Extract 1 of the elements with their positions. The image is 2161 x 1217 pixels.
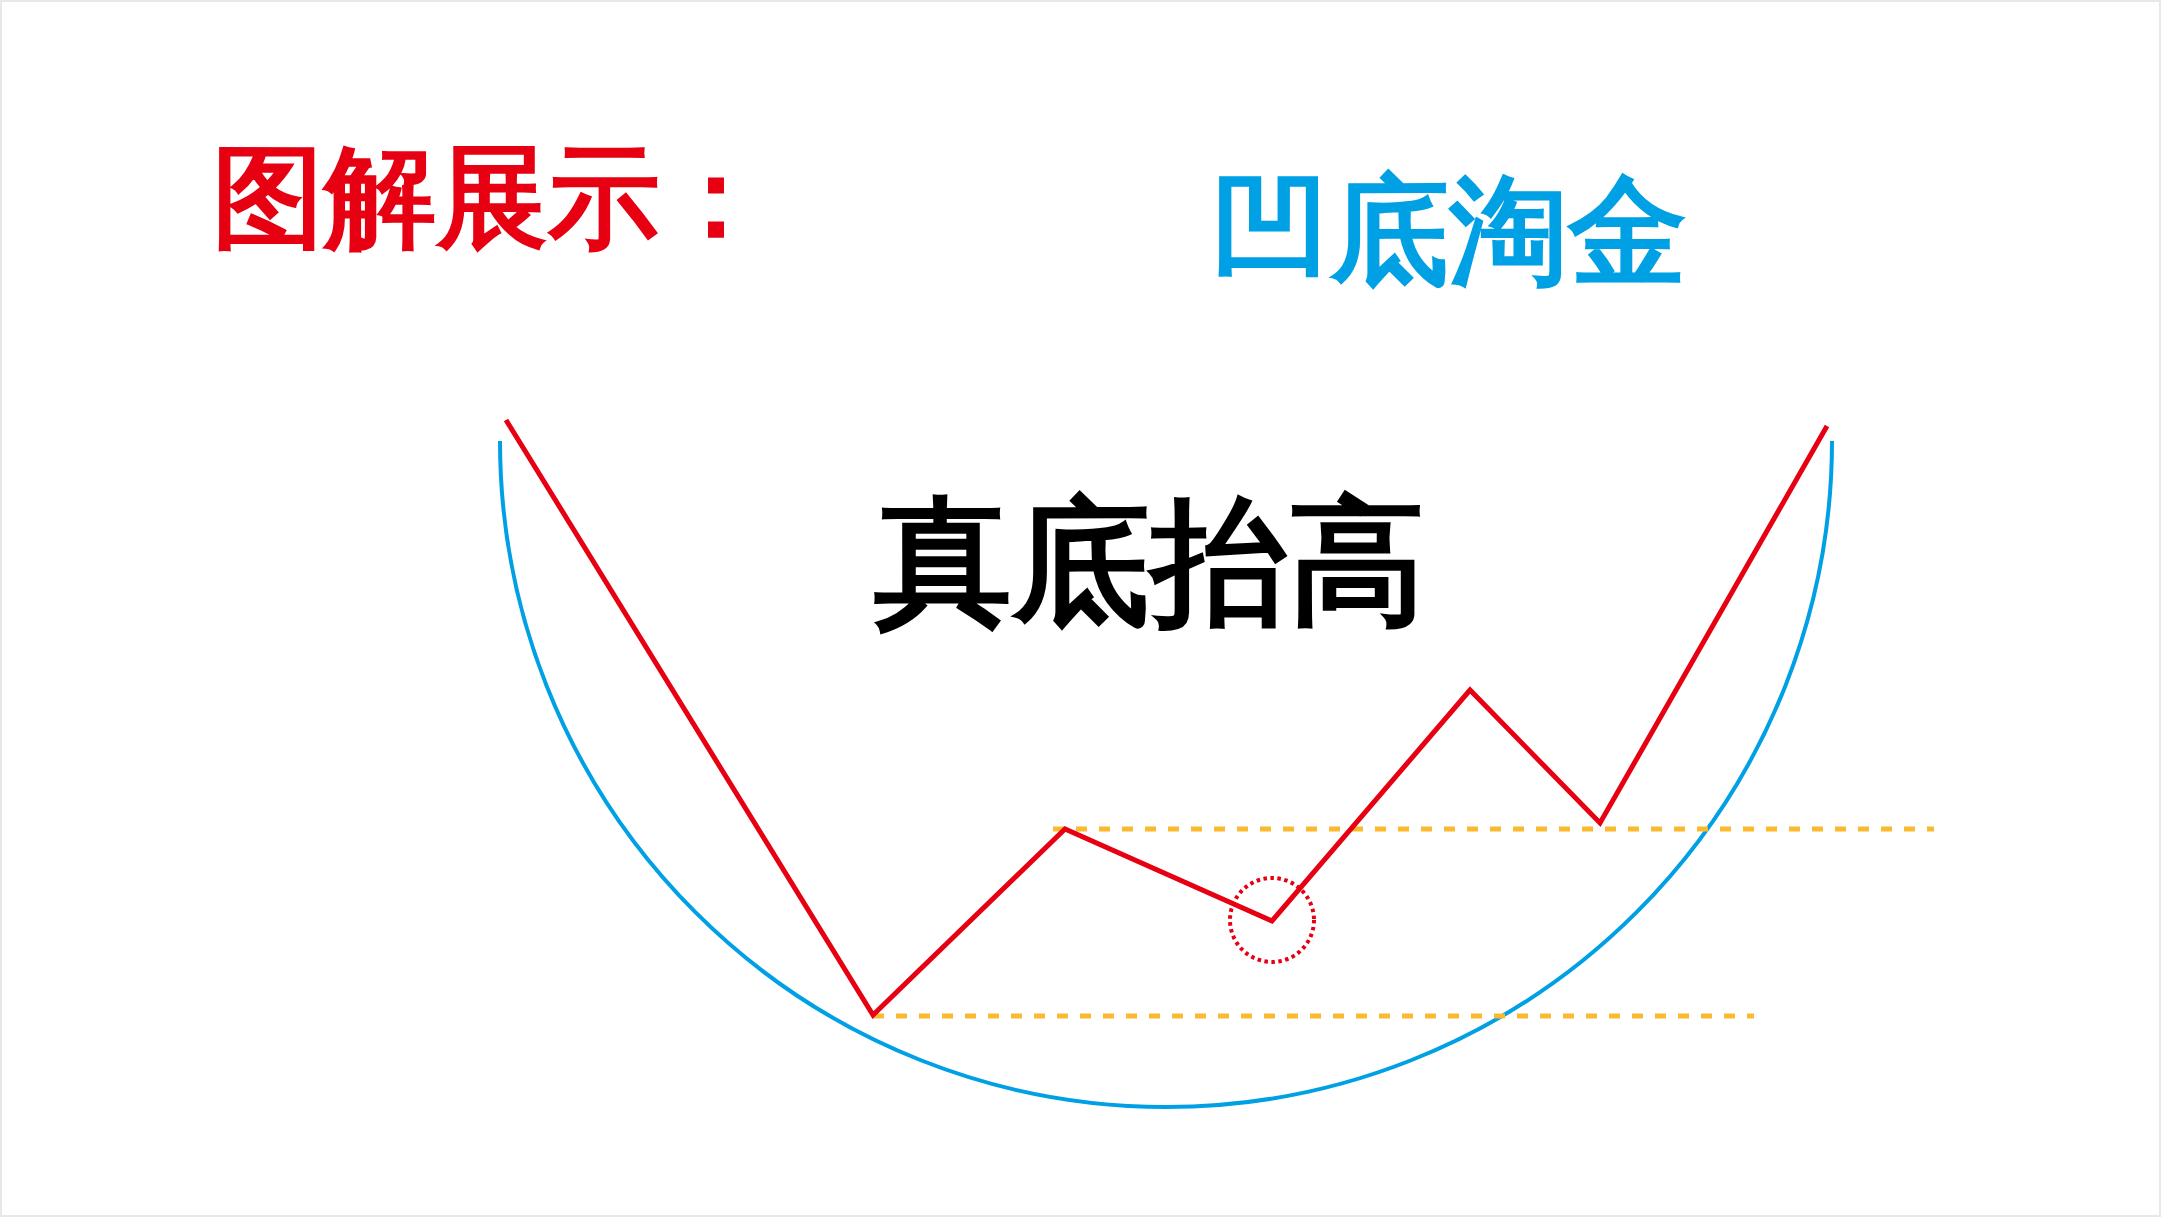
title: 图解展示： <box>212 141 772 253</box>
